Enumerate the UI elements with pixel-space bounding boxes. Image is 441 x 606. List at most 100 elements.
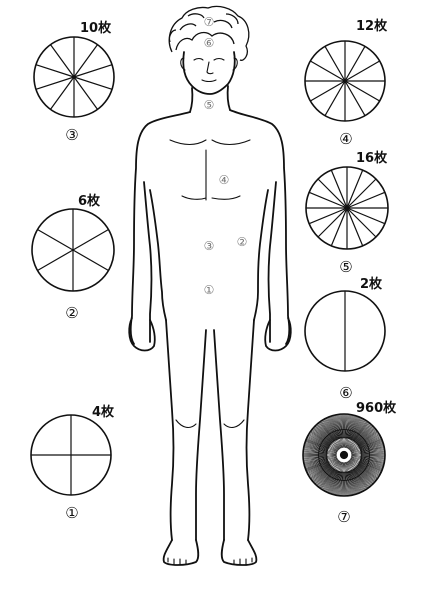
ears <box>180 57 238 71</box>
spoke <box>349 470 359 494</box>
spoke <box>345 472 349 496</box>
spoke <box>309 464 330 478</box>
spoke <box>303 447 328 453</box>
spoke <box>346 414 352 439</box>
petal-count-label: 12枚 <box>356 18 388 34</box>
chakra-number-label: ① <box>65 504 78 522</box>
spoke <box>339 414 343 438</box>
spoke <box>321 469 335 490</box>
mouth <box>201 79 217 83</box>
spoke <box>314 460 339 485</box>
spoke <box>361 453 385 455</box>
spoke <box>346 207 364 247</box>
spoke <box>356 427 375 444</box>
spoke <box>347 461 366 491</box>
spoke <box>307 462 329 475</box>
spoke <box>340 462 344 496</box>
spoke <box>346 461 360 493</box>
wheel-hub <box>339 450 349 460</box>
chakra-2-group: 6枚 ② <box>31 193 115 322</box>
spoke <box>346 417 360 449</box>
spoke <box>306 457 338 471</box>
spoke <box>354 422 370 442</box>
spoke <box>314 425 339 450</box>
spoke <box>353 421 368 441</box>
body-mark-5: ⑤ <box>204 98 215 112</box>
spoke <box>360 459 384 467</box>
spoke <box>344 462 351 496</box>
spoke <box>357 428 377 445</box>
spoke <box>348 421 369 450</box>
spoke <box>305 460 329 470</box>
spoke <box>361 449 385 454</box>
spoke <box>340 414 344 448</box>
spoke <box>355 425 373 443</box>
body-marks: ⑦ ⑥ ⑤ ④ ③ ② ① <box>204 15 248 297</box>
right-hand <box>264 317 292 352</box>
spoke <box>344 60 380 82</box>
spoke <box>50 44 75 78</box>
spoke <box>310 459 339 480</box>
chakra-wheel-5 <box>305 166 389 250</box>
spoke <box>351 445 384 454</box>
chakra-number-label: ⑥ <box>339 384 352 402</box>
spoke <box>349 428 376 451</box>
spoke <box>352 469 365 491</box>
spoke <box>356 466 374 484</box>
spoke <box>303 450 327 454</box>
spoke <box>358 463 380 476</box>
spoke <box>304 459 328 466</box>
spoke <box>315 467 333 485</box>
spoke <box>303 456 327 460</box>
spoke <box>308 191 348 209</box>
spoke <box>321 420 335 441</box>
spoke <box>310 80 346 102</box>
spoke <box>347 461 363 492</box>
spoke <box>326 417 337 440</box>
spoke <box>334 462 343 495</box>
spoke <box>350 439 382 453</box>
spoke <box>312 428 339 451</box>
petal-count-label: 2枚 <box>360 276 383 292</box>
neck <box>189 85 231 113</box>
spoke <box>306 462 329 473</box>
inner-ring <box>318 429 370 481</box>
spoke <box>345 415 354 448</box>
spoke <box>349 416 358 439</box>
spoke <box>336 414 342 439</box>
spoke <box>346 207 386 225</box>
spoke <box>37 228 74 251</box>
spoke <box>341 414 344 438</box>
spoke <box>347 414 353 439</box>
spoke <box>332 415 340 439</box>
spoke <box>345 414 349 438</box>
spoke <box>349 459 378 480</box>
body-mark-1: ① <box>204 283 215 297</box>
spoke <box>348 415 355 439</box>
spoke <box>303 455 337 459</box>
spoke <box>304 456 337 465</box>
spoke <box>354 468 370 488</box>
spoke <box>347 419 366 449</box>
spoke <box>303 455 337 462</box>
spoke <box>324 46 346 82</box>
spoke <box>357 465 377 482</box>
spoke <box>330 471 339 494</box>
spoke <box>345 472 350 496</box>
inner-ring <box>326 437 362 473</box>
spoke <box>354 468 371 488</box>
toes <box>167 557 253 565</box>
face <box>182 51 236 95</box>
spoke <box>319 460 340 489</box>
left-arm <box>129 111 191 345</box>
spoke <box>304 442 338 453</box>
spoke <box>346 471 352 496</box>
spoke <box>335 471 341 496</box>
petal-count-label: 16枚 <box>356 150 388 166</box>
spoke <box>318 468 334 488</box>
spoke <box>349 416 359 440</box>
spoke <box>317 460 340 487</box>
right-foot <box>220 539 258 566</box>
spoke <box>360 444 384 451</box>
spoke <box>303 451 337 455</box>
